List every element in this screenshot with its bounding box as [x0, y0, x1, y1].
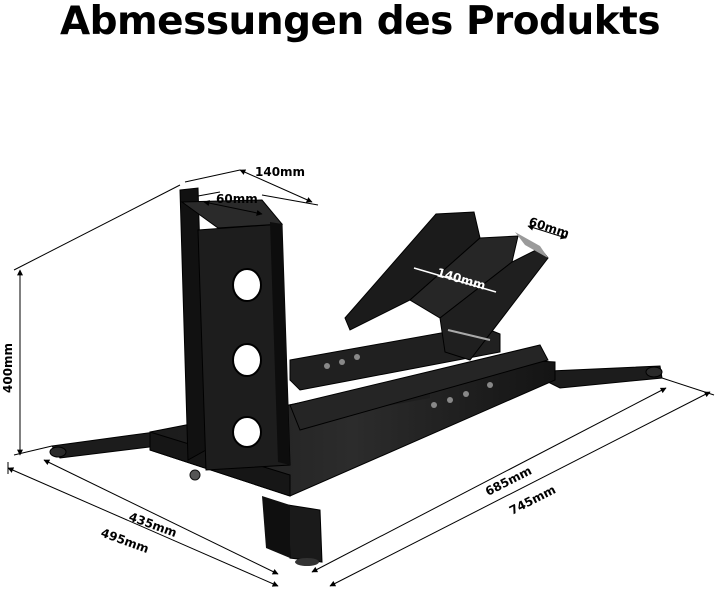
dim-front-inner: 60mm [216, 192, 258, 206]
dim-length-inner: 685mm [483, 463, 534, 498]
wheel-chock [49, 187, 663, 566]
cradle-dimension-line [413, 267, 497, 293]
dim-length-outer: 745mm [507, 482, 558, 517]
dim-height: 400mm [1, 343, 15, 393]
dim-front-outer: 140mm [255, 165, 305, 179]
dim-rear-width: 60mm [527, 215, 571, 241]
dim-base-inner: 435mm [127, 510, 179, 540]
dimension-lines [7, 169, 715, 587]
page-title: Abmessungen des Produkts [59, 0, 661, 44]
dim-base-outer: 495mm [99, 526, 151, 556]
